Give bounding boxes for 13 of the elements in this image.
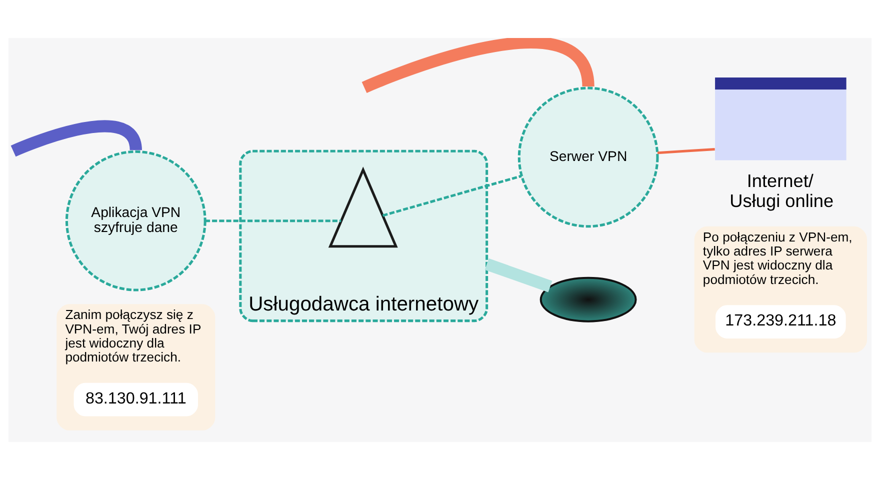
connector [10,120,142,157]
connector [205,220,342,222]
connector [382,174,522,217]
node-label: Internet/ Usługi online [730,170,834,212]
connector [657,148,715,154]
node-box: 83.130.91.111 [74,382,198,416]
node-circle: Aplikacja VPN szyfruje dane [65,150,206,292]
node-picture [540,276,637,322]
node-box: 173.239.211.18 [716,305,846,338]
connector [484,258,552,292]
node-picture [328,166,398,248]
node-circle: Serwer VPN [518,86,659,228]
cluster: Usługodawca internetowy [239,150,488,322]
